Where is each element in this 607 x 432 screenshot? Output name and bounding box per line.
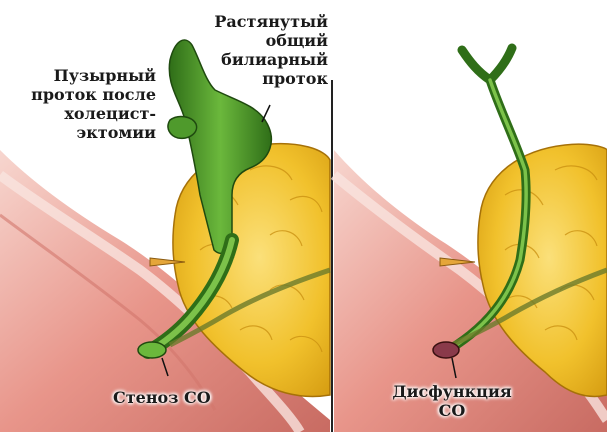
cystic-duct-stump	[168, 117, 197, 139]
label-cystic-duct: Пузырный проток после холецист- эктомии	[8, 66, 156, 142]
label-dysfunction: Дисфункция СО	[382, 382, 522, 420]
label-dysfunction-line-2: СО	[382, 401, 522, 420]
label-stenosis: Стеноз СО	[113, 388, 243, 407]
label-dilated-duct-line-4: проток	[198, 69, 328, 88]
label-cystic-duct-line-3: холецист-	[8, 104, 156, 123]
label-dysfunction-line-1: Дисфункция	[382, 382, 522, 401]
label-dilated-duct-line-3: билиарный	[198, 50, 328, 69]
label-stenosis-text: Стеноз СО	[113, 388, 243, 407]
label-dilated-duct-line-1: Растянутый	[198, 12, 328, 31]
label-cystic-duct-line-1: Пузырный	[8, 66, 156, 85]
label-dilated-duct-line-2: общий	[198, 31, 328, 50]
pointer-dilated-duct	[262, 105, 270, 122]
label-cystic-duct-line-2: проток после	[8, 85, 156, 104]
label-cystic-duct-line-4: эктомии	[8, 123, 156, 142]
right-panel	[334, 48, 607, 432]
label-dilated-duct: Растянутый общий билиарный проток	[198, 12, 328, 88]
